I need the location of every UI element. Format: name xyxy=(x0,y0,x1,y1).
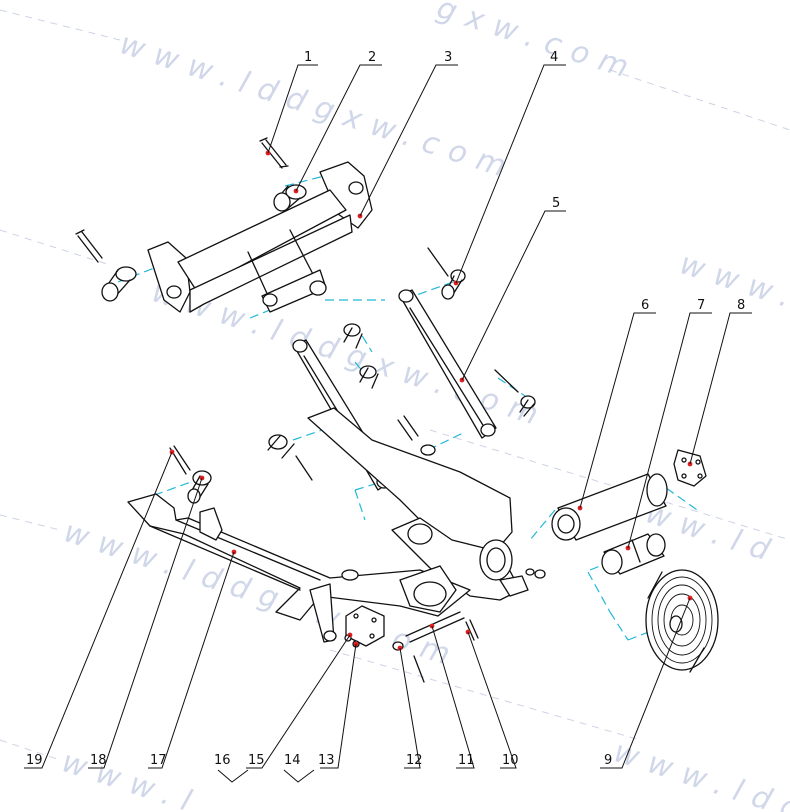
part-5-link-arm xyxy=(398,289,536,439)
part-9-road-wheel xyxy=(645,569,719,673)
callout-12: 12 xyxy=(406,753,423,768)
part-17-trailing-arm xyxy=(127,493,471,643)
part-6-axle-tube xyxy=(551,473,668,541)
callout-4: 4 xyxy=(550,50,558,65)
part-3-upper-yoke-frame xyxy=(147,161,373,313)
callout-3: 3 xyxy=(444,50,452,65)
callout-1: 1 xyxy=(304,50,312,65)
callout-18: 18 xyxy=(90,753,107,768)
callout-numbers: 1 2 3 4 5 6 7 8 9 10 11 12 13 14 15 16 1… xyxy=(26,50,745,768)
watermark-3: www. xyxy=(676,246,790,318)
callout-14: 14 xyxy=(284,753,301,768)
callout-13: 13 xyxy=(318,753,335,768)
callout-15: 15 xyxy=(248,753,265,768)
callout-11: 11 xyxy=(458,753,475,768)
watermark-7: www.l xyxy=(58,744,206,812)
callout-10: 10 xyxy=(502,753,519,768)
callout-7: 7 xyxy=(697,298,705,313)
watermark-1: www.lddgxw.com xyxy=(116,26,521,187)
watermark-6: www.lddg xyxy=(610,734,790,812)
callout-leader-lines xyxy=(24,64,752,783)
central-pivot-bracket xyxy=(307,407,546,601)
callout-9: 9 xyxy=(604,753,612,768)
part-7-hub-bushings xyxy=(601,533,666,575)
callout-8: 8 xyxy=(737,298,745,313)
callout-2: 2 xyxy=(368,50,376,65)
callout-16: 16 xyxy=(214,753,231,768)
part-4-bushing xyxy=(427,247,466,300)
watermark-top: gxw.com xyxy=(433,0,644,89)
callout-19: 19 xyxy=(26,753,43,768)
callout-17: 17 xyxy=(150,753,167,768)
callout-5: 5 xyxy=(552,196,560,211)
part-8-bolt-flange xyxy=(673,449,707,487)
part-1-cotter-pin xyxy=(259,137,289,169)
callout-6: 6 xyxy=(641,298,649,313)
upper-left-pin-and-bushing xyxy=(75,229,137,302)
